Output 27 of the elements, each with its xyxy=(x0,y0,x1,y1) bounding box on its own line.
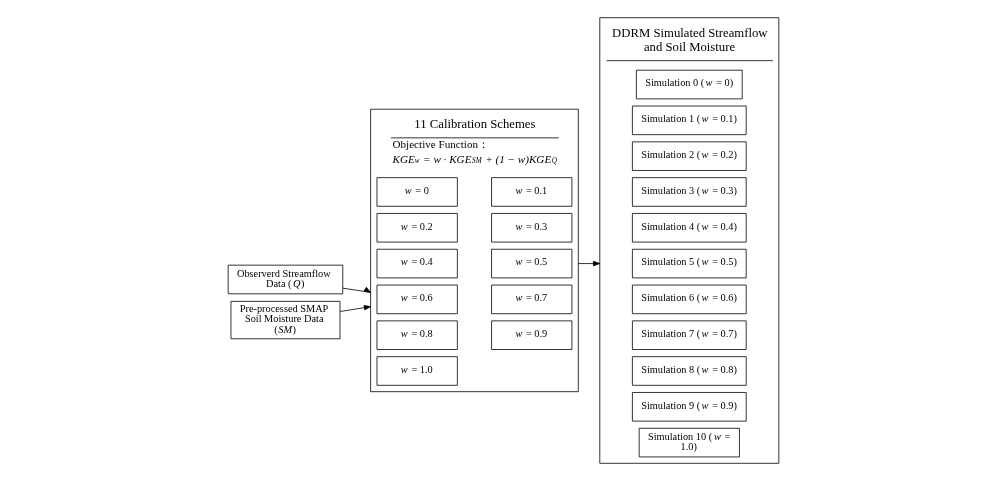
node-box: w = 0.5 xyxy=(491,248,573,279)
node-box: Pre-processed SMAP Soil Moisture Data (SM) xyxy=(230,300,341,340)
node-box: w = 0.3 xyxy=(491,213,573,243)
node-box: w = 0 xyxy=(376,177,458,207)
node-box: Simulation 7 (w = 0.7) xyxy=(632,320,747,350)
node-box: Simulation 0 (w = 0) xyxy=(636,69,743,100)
node-box: Simulation 10 (w = 1.0) xyxy=(638,427,740,458)
node-box: w = 0.6 xyxy=(376,284,458,315)
node-box: w = 0.7 xyxy=(491,284,573,315)
node-box: Simulation 2 (w = 0.2) xyxy=(632,141,747,171)
node-box: Simulation 8 (w = 0.8) xyxy=(632,356,747,386)
node-box: Simulation 5 (w = 0.5) xyxy=(632,248,747,279)
node-box: Simulation 9 (w = 0.9) xyxy=(632,392,747,422)
node-box: Simulation 4 (w = 0.4) xyxy=(632,213,747,243)
node-box: Simulation 3 (w = 0.3) xyxy=(632,177,747,207)
node-box: Observerd Streamflow Data (Q) xyxy=(227,264,344,295)
node-box: w = 0.4 xyxy=(376,248,458,279)
arrow xyxy=(339,305,371,312)
arrow xyxy=(342,286,371,293)
node-box: Simulation 6 (w = 0.6) xyxy=(632,284,747,315)
node-box: w = 1.0 xyxy=(376,356,458,386)
node-box: w = 0.1 xyxy=(491,177,573,207)
node-box: w = 0.9 xyxy=(491,320,573,350)
node-box: Simulation 1 (w = 0.1) xyxy=(632,105,747,136)
node-box: w = 0.2 xyxy=(376,213,458,243)
node-box: w = 0.8 xyxy=(376,320,458,350)
arrow xyxy=(577,260,601,267)
